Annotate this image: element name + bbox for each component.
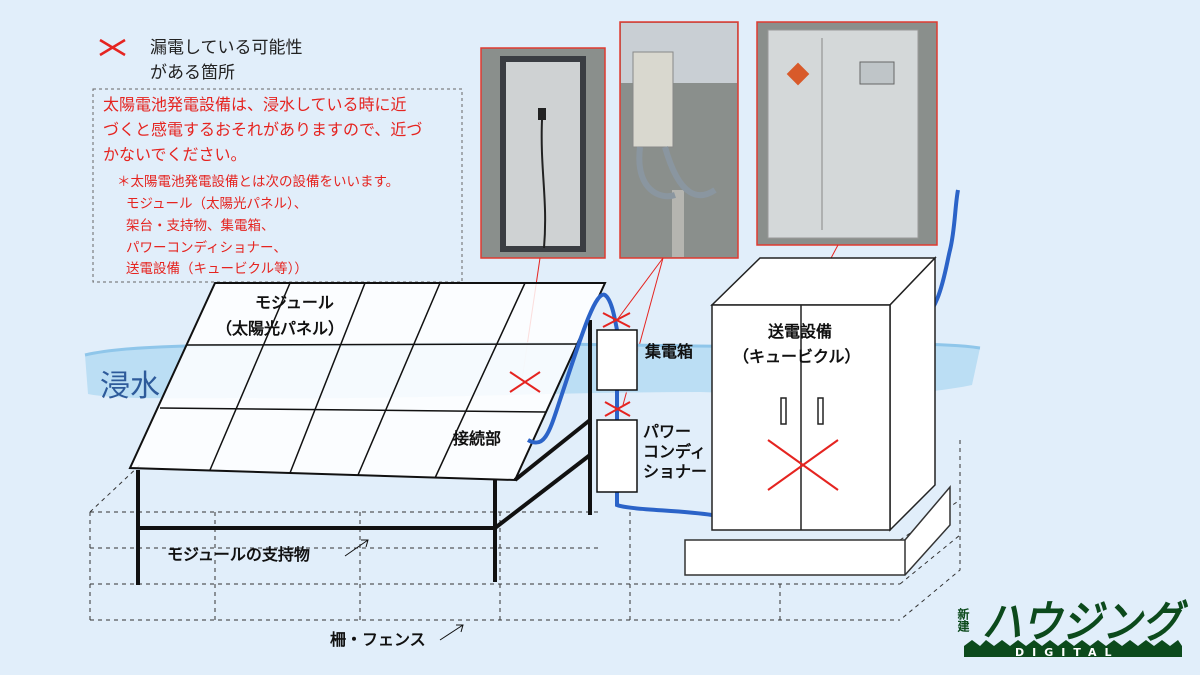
arrow-icon <box>344 539 369 557</box>
junction-label: 接続部 <box>453 429 501 448</box>
warning-line: づくと感電するおそれがありますので、近づ <box>103 120 422 139</box>
arrow-icon <box>439 624 464 641</box>
note-line: 架台・支持物、集電箱、 <box>126 218 275 234</box>
note-line: モジュール（太陽光パネル）、 <box>126 196 307 212</box>
fence-label: 柵・フェンス <box>330 630 426 649</box>
note-line: ＊太陽電池発電設備とは次の設備をいいます。 <box>117 174 399 190</box>
svg-text:ハウジング: ハウジング <box>982 597 1188 648</box>
red-x-icon <box>604 401 631 417</box>
cubicle-base <box>684 484 951 576</box>
red-x-icon <box>602 312 631 328</box>
warning-line: かないでください。 <box>103 145 247 164</box>
red-x-icon <box>509 371 541 393</box>
pcs-label: パワー <box>643 422 691 441</box>
support-label: モジュールの支持物 <box>167 545 310 564</box>
warning-line: 太陽電池発電設備は、浸水している時に近 <box>103 95 407 114</box>
solar-module <box>128 282 607 482</box>
leak-marks <box>509 312 839 491</box>
module-label: モジュール <box>255 293 334 312</box>
module-sub-label: （太陽光パネル） <box>216 319 344 338</box>
module-support <box>136 320 592 585</box>
combiner-box <box>596 329 638 391</box>
red-x-icon <box>99 38 126 57</box>
note-line: パワーコンディショナー、 <box>126 239 287 256</box>
svg-text:新建: 新建 <box>956 607 970 633</box>
fence <box>89 440 961 621</box>
power-conditioner <box>596 419 638 493</box>
cubicle-label: 送電設備 <box>767 322 832 341</box>
pcs-label: ショナー <box>643 462 707 481</box>
cubicle-sub-label: （キュービクル） <box>733 347 861 366</box>
photo-cubicle <box>756 21 938 246</box>
combiner-label: 集電箱 <box>644 342 693 361</box>
note-line: 送電設備（キュービクル等）） <box>126 260 308 277</box>
legend-line1: 漏電している可能性 <box>150 38 303 58</box>
flood-label: 浸水 <box>100 369 160 404</box>
cable <box>526 189 960 517</box>
photo-combiner-box <box>619 21 739 259</box>
cubicle <box>710 256 937 532</box>
photo-module-back <box>480 47 606 259</box>
svg-text:DIGITAL: DIGITAL <box>1015 646 1120 659</box>
legend-line2: がある箇所 <box>150 63 235 83</box>
logo: 新建 ハウジング DIGITAL <box>956 597 1188 659</box>
red-x-icon <box>767 439 839 491</box>
pcs-label: コンディ <box>643 442 706 461</box>
